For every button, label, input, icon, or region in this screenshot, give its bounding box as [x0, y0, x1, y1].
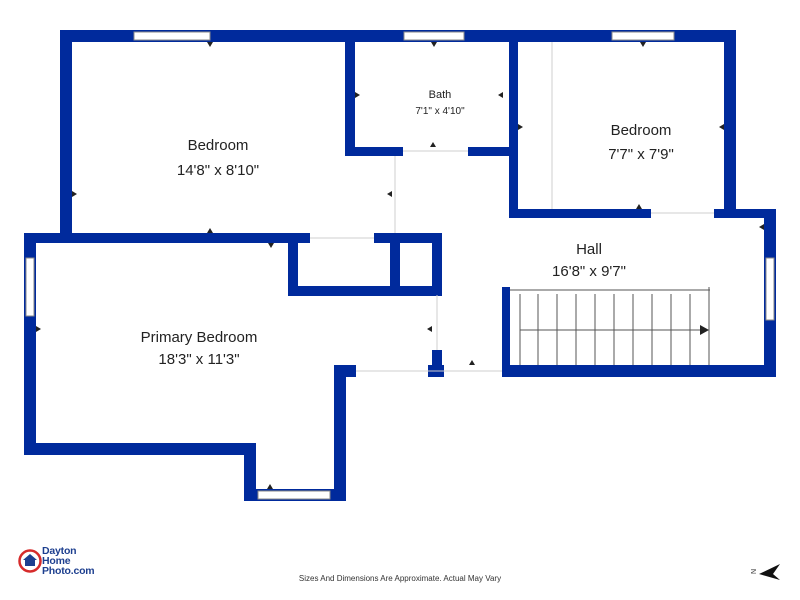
primary-bedroom-dims: 18'3" x 11'3": [158, 351, 239, 368]
windows: [25, 31, 775, 500]
bath-dims: 7'1" x 4'10": [415, 106, 465, 117]
logo-text: Dayton Home Photo.com: [42, 545, 95, 577]
stair-direction-arrow: [700, 325, 709, 335]
logo-line-1: Dayton: [42, 545, 77, 557]
house-logo-icon: [18, 549, 42, 573]
disclaimer-text: Sizes And Dimensions Are Approximate. Ac…: [298, 574, 502, 583]
hall-dims: 16'8" x 9'7": [552, 263, 626, 280]
door-openings: [310, 42, 714, 372]
primary-bedroom-name: Primary Bedroom: [141, 329, 258, 346]
hall-name: Hall: [576, 241, 602, 258]
north-arrow-icon: N: [751, 564, 780, 580]
dayton-home-photo-logo: Dayton Home Photo.com: [18, 545, 95, 577]
bath-name: Bath: [429, 89, 452, 101]
bedroom2-name: Bedroom: [611, 122, 672, 139]
compass-north-label: N: [751, 569, 758, 574]
logo-line-2: Home: [42, 555, 71, 567]
walls: [24, 30, 776, 501]
bedroom2-dims: 7'7" x 7'9": [608, 146, 674, 163]
bedroom1-dims: 14'8" x 8'10": [177, 162, 259, 179]
dimension-ticks: [36, 42, 764, 489]
stairs: [510, 287, 710, 365]
logo-line-3: Photo.com: [42, 565, 95, 577]
bedroom1-name: Bedroom: [188, 137, 249, 154]
